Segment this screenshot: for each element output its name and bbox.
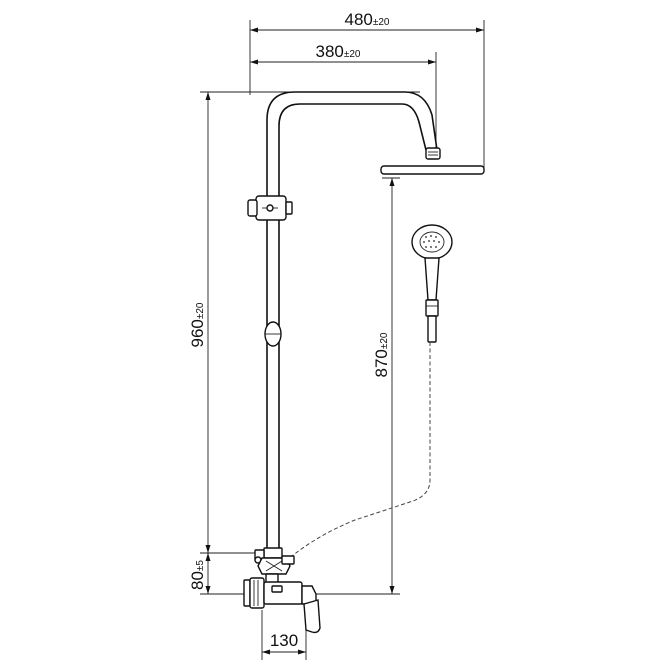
dim-480-value: 480	[345, 10, 373, 29]
hand-shower-holder	[247, 195, 293, 221]
dimension-480: 480±20	[250, 10, 484, 33]
dimension-130: 130	[262, 631, 306, 655]
dim-380-value: 380	[316, 42, 344, 61]
dimension-380: 380±20	[250, 42, 436, 65]
dim-80-tolerance: ±5	[195, 560, 206, 571]
dimension-960: 960±20	[188, 92, 211, 553]
hand-shower	[411, 224, 453, 343]
svg-text:80±5: 80±5	[188, 560, 207, 590]
extension-lines	[200, 20, 485, 660]
rail-joint	[264, 321, 282, 347]
dim-870-tolerance: ±20	[379, 332, 390, 349]
dimension-80: 80±5	[188, 553, 211, 594]
dim-380-tolerance: ±20	[344, 49, 361, 60]
dim-80-value: 80	[188, 571, 207, 590]
riser-rail-and-arm	[266, 91, 438, 548]
dim-870-value: 870	[372, 349, 391, 377]
overhead-shower-head	[380, 147, 485, 175]
svg-text:480±20: 480±20	[345, 10, 390, 29]
dimension-870: 870±20	[372, 178, 395, 594]
shower-hose	[291, 342, 431, 557]
spray-nozzles	[423, 235, 440, 248]
svg-text:960±20: 960±20	[188, 302, 207, 347]
svg-text:870±20: 870±20	[372, 332, 391, 377]
dim-960-value: 960	[188, 319, 207, 347]
dim-130-value: 130	[270, 631, 298, 650]
svg-text:380±20: 380±20	[316, 42, 361, 61]
mixer-valve	[243, 577, 321, 634]
dim-960-tolerance: ±20	[195, 302, 206, 319]
dim-480-tolerance: ±20	[373, 17, 390, 28]
